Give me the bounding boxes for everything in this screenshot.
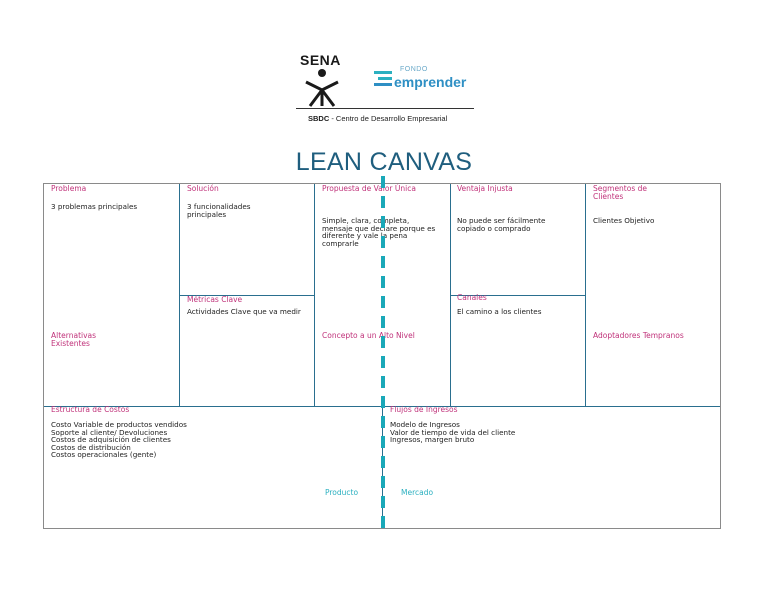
solucion-label: Solución: [187, 184, 219, 193]
ingresos-label: Flujos de Ingresos: [390, 405, 458, 414]
adoptadores-label: Adoptadores Tempranos: [593, 331, 684, 340]
page-title: LEAN CANVAS: [295, 148, 473, 176]
problema-label: Problema: [51, 184, 87, 193]
solucion-text: 3 funcionalidades principales: [187, 202, 251, 219]
mercado-label: Mercado: [401, 488, 434, 497]
list-item: Costos operacionales (gente): [51, 450, 157, 460]
ingresos-list: Modelo de Ingresos Valor de tiempo de vi…: [390, 421, 515, 444]
segmentos-label: Segmentos de Clientes: [593, 184, 648, 201]
fondo-text: FONDO: [400, 66, 428, 73]
list-item: Costo Variable de productos vendidos: [51, 420, 187, 429]
concepto-label: Concepto a un Alto Nivel: [322, 331, 415, 340]
segmentos-text: Clientes Objetivo: [593, 216, 655, 225]
list-item: Costos de adquisición de clientes: [51, 435, 171, 445]
list-item: Ingresos, margen bruto: [390, 435, 475, 445]
list-item: Valor de tiempo de vida del cliente: [390, 427, 516, 437]
logo-block: SENA FONDO emprender SBDC - Centro de De…: [296, 52, 476, 132]
costos-list: Costo Variable de productos vendidos Sop…: [51, 421, 187, 459]
list-item: Costos de distribución: [51, 442, 131, 452]
list-item: Soporte al cliente/ Devoluciones: [51, 427, 168, 437]
canales-label: Canales: [457, 293, 487, 302]
producto-label: Producto: [325, 488, 359, 497]
emprender-text: emprender: [394, 74, 467, 90]
grid-line: [585, 184, 586, 406]
grid-line: [314, 184, 315, 406]
lean-canvas-grid: Problema 3 problemas principales Alterna…: [43, 183, 721, 529]
metricas-label: Métricas Clave: [187, 295, 243, 304]
logo-divider: [296, 108, 474, 109]
grid-line: [450, 295, 585, 296]
canales-text: El camino a los clientes: [457, 307, 542, 316]
sena-logo-text: SENA: [300, 52, 341, 68]
ventaja-text: No puede ser fácilmente copiado o compra…: [457, 216, 546, 233]
problema-text: 3 problemas principales: [51, 202, 138, 211]
metricas-text: Actividades Clave que va medir: [187, 307, 301, 316]
logo-caption-rest: - Centro de Desarrollo Empresarial: [329, 114, 448, 123]
logo-caption: SBDC - Centro de Desarrollo Empresarial: [308, 114, 447, 123]
ventaja-label: Ventaja Injusta: [457, 184, 513, 193]
costos-label: Estructura de Costos: [51, 405, 130, 414]
alternativas-label: Alternativas Existentes: [51, 331, 97, 348]
logo-caption-bold: SBDC: [308, 114, 330, 123]
grid-line: [179, 295, 314, 296]
sena-figure-icon: [305, 69, 339, 107]
fondo-emprender-icon: [374, 71, 392, 86]
propuesta-text: Simple, clara, completa, mensaje que dec…: [322, 216, 436, 248]
center-dashed-divider: [381, 176, 385, 528]
propuesta-label: Propuesta de Valor Única: [322, 184, 416, 193]
list-item: Modelo de Ingresos: [390, 420, 460, 429]
